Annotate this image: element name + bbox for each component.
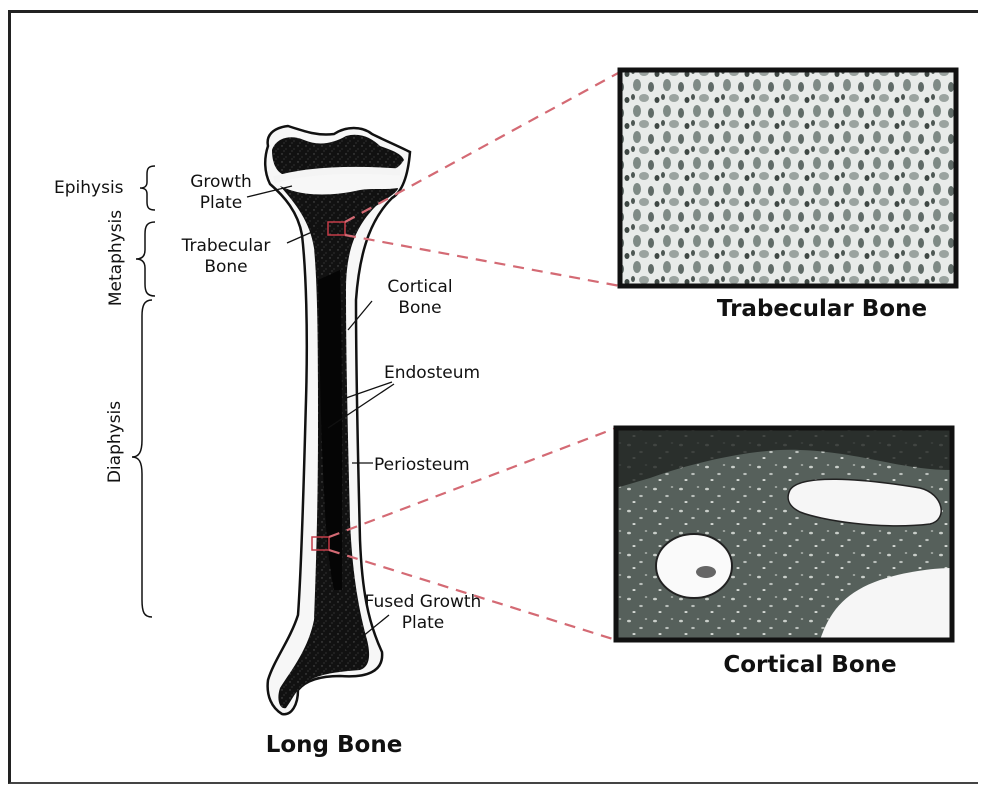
endosteum-label: Endosteum	[384, 363, 480, 384]
trabecular-bone-caption: Trabecular Bone	[688, 296, 956, 322]
cortical-label-line-2: Bone	[370, 298, 470, 319]
cortical-bone-caption: Cortical Bone	[696, 652, 924, 678]
epiphysis-label: Epihysis	[54, 178, 124, 199]
trabecular-bone-label: Trabecular Bone	[172, 236, 280, 278]
growth-plate-line-1: Growth	[176, 172, 266, 193]
fused-growth-plate-label: Fused Growth Plate	[350, 592, 496, 634]
cortical-label-line-1: Cortical	[370, 277, 470, 298]
metaphysis-brace	[136, 222, 155, 296]
trabecular-micrograph	[620, 70, 956, 286]
long-bone-caption: Long Bone	[234, 732, 434, 758]
cortical-bone-label: Cortical Bone	[370, 277, 470, 319]
growth-plate-label: Growth Plate	[176, 172, 266, 214]
fused-label-line-1: Fused Growth	[350, 592, 496, 613]
trabecular-label-line-2: Bone	[172, 257, 280, 278]
cortical-micrograph	[616, 428, 952, 640]
growth-plate-line-2: Plate	[176, 193, 266, 214]
diaphysis-brace	[132, 300, 152, 617]
diaphysis-label: Diaphysis	[105, 392, 125, 492]
epiphysis-brace	[140, 166, 155, 210]
fused-label-line-2: Plate	[350, 613, 496, 634]
trabecular-label-line-1: Trabecular	[172, 236, 280, 257]
metaphysis-label: Metaphysis	[106, 203, 126, 313]
region-braces	[132, 166, 155, 617]
periosteum-label: Periosteum	[374, 455, 470, 476]
